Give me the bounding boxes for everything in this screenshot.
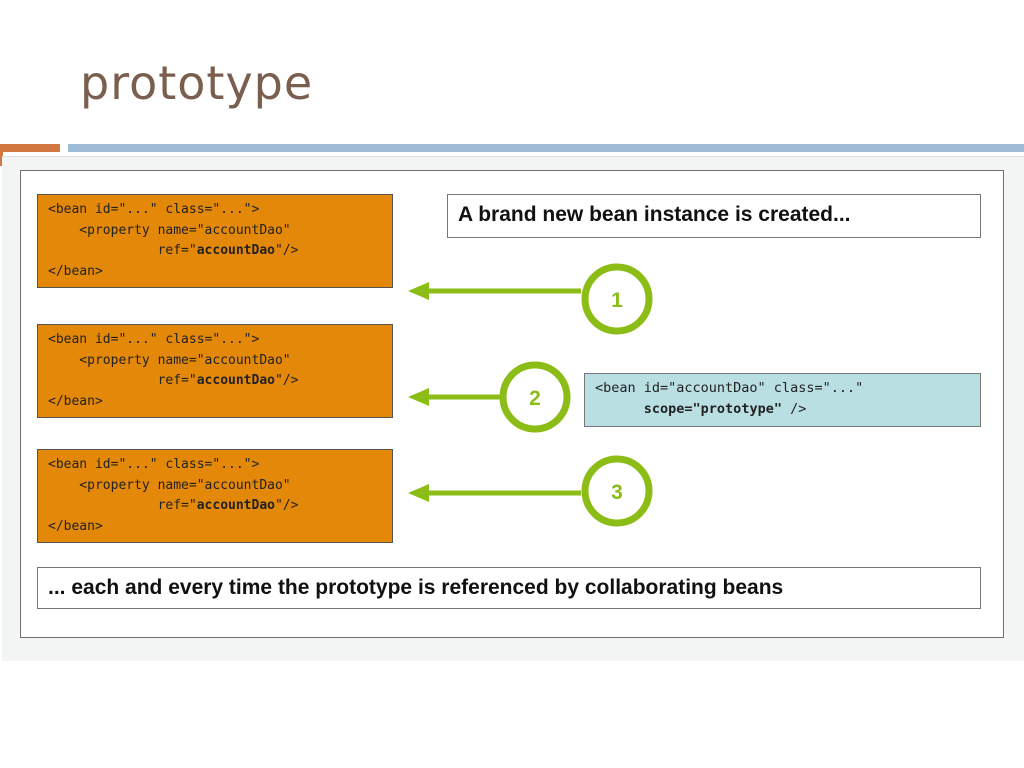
ref-value: accountDao — [196, 498, 275, 513]
arrow-head — [408, 388, 429, 406]
scope-bean-tag: <bean id="accountDao" class="..." — [595, 380, 864, 396]
reference-callout: ... each and every time the prototype is… — [37, 567, 981, 609]
ref-close: "/> — [275, 373, 299, 388]
ref-attr: ref=" — [48, 498, 197, 513]
prototype-scope-diagram: <bean id="..." class="..."> <property na… — [20, 170, 1004, 638]
accent-bar-blue — [68, 144, 1024, 152]
accent-bar-orange — [0, 144, 60, 152]
bean-definition-3: <bean id="..." class="..."> <property na… — [37, 449, 393, 543]
arrow-layer: 1 2 3 — [408, 263, 653, 527]
step-1-circle — [581, 263, 653, 335]
step-2-label: 2 — [529, 387, 541, 410]
ref-close: "/> — [275, 243, 299, 258]
bean-definition-2: <bean id="..." class="..."> <property na… — [37, 324, 393, 418]
step-3-label: 3 — [611, 481, 623, 504]
step-3-arrow: 3 — [408, 455, 653, 527]
ref-attr: ref=" — [48, 243, 197, 258]
property-tag: <property name="accountDao" — [48, 352, 291, 368]
ref-close: "/> — [275, 498, 299, 513]
step-2-circle — [499, 361, 571, 433]
arrow-head — [408, 484, 429, 502]
property-tag: <property name="accountDao" — [48, 222, 291, 238]
bean-close-tag: </bean> — [48, 518, 103, 534]
bean-open-tag: <bean id="..." class="..."> — [48, 457, 260, 472]
step-3-circle — [581, 455, 653, 527]
accent-tick — [0, 152, 3, 166]
ref-value: accountDao — [196, 243, 275, 258]
bean-open-tag: <bean id="..." class="..."> — [48, 202, 260, 217]
bean-close-tag: </bean> — [48, 393, 103, 409]
ref-value: accountDao — [196, 373, 275, 388]
bean-close-tag: </bean> — [48, 263, 103, 279]
bean-open-tag: <bean id="..." class="..."> — [48, 332, 260, 347]
step-1-arrow: 1 — [408, 263, 653, 335]
property-tag: <property name="accountDao" — [48, 477, 291, 493]
bean-definition-1: <bean id="..." class="..."> <property na… — [37, 194, 393, 288]
new-instance-callout: A brand new bean instance is created... — [447, 194, 981, 238]
prototype-scope-definition: <bean id="accountDao" class="..." scope=… — [584, 373, 981, 427]
arrow-head — [408, 282, 429, 300]
ref-attr: ref=" — [48, 373, 197, 388]
slide-title: prototype — [80, 56, 314, 110]
step-2-arrow: 2 — [408, 361, 571, 433]
scope-tag-close: /> — [781, 401, 807, 417]
scope-attribute: scope="prototype" — [643, 401, 782, 417]
step-1-label: 1 — [611, 289, 623, 312]
